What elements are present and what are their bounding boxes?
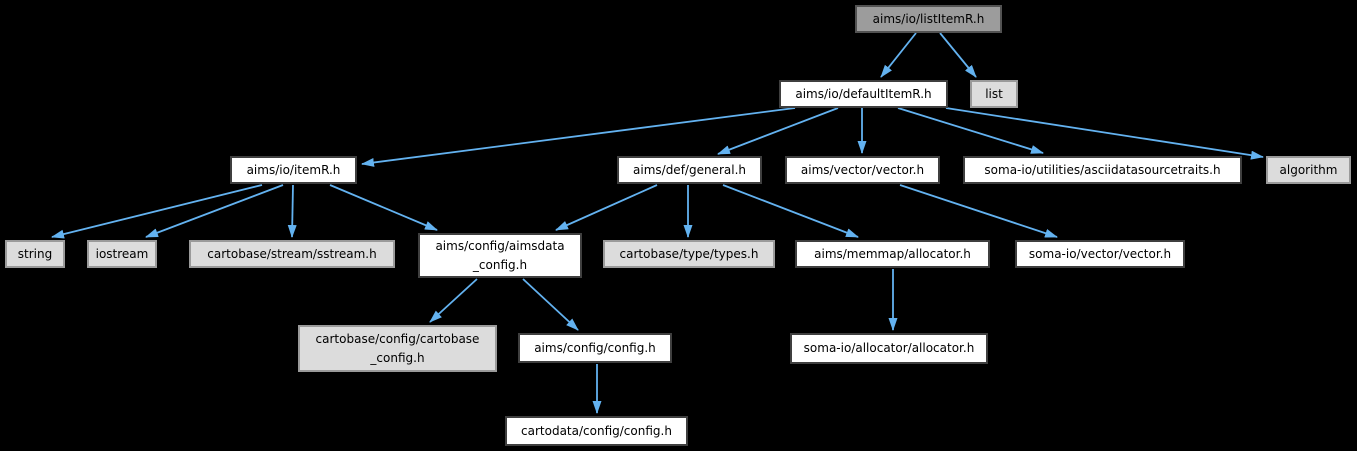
node-asciidatasourcetraits[interactable]: soma-io/utilities/asciidatasourcetraits.… — [963, 156, 1242, 184]
node-memmap_allocator[interactable]: aims/memmap/allocator.h — [795, 240, 990, 268]
node-string: string — [5, 240, 65, 268]
node-defaultItemR[interactable]: aims/io/defaultItemR.h — [779, 80, 948, 108]
node-types: cartobase/type/types.h — [603, 240, 775, 268]
edge-itemR-to-sstream — [287, 184, 297, 238]
edge-general-to-memmap_allocator — [722, 184, 859, 238]
node-label: algorithm — [1279, 162, 1338, 177]
node-listItemR: aims/io/listItemR.h — [855, 5, 1002, 33]
node-label: aims/def/general.h — [633, 162, 746, 177]
edge-vector-to-somaio_vector — [899, 184, 1058, 238]
node-label: cartobase/config/cartobase _config.h — [315, 331, 480, 365]
node-label: aims/io/listItemR.h — [872, 11, 985, 26]
node-label: aims/config/config.h — [534, 340, 656, 355]
edge-listItemR-to-list — [939, 32, 977, 78]
node-label: soma-io/utilities/asciidatasourcetraits.… — [984, 162, 1221, 177]
edge-listItemR-to-defaultItemR — [880, 32, 917, 78]
node-label: iostream — [95, 246, 149, 261]
edge-defaultItemR-to-general — [717, 107, 839, 155]
node-cartobase_config: cartobase/config/cartobase _config.h — [298, 325, 497, 372]
node-label: cartodata/config/config.h — [521, 423, 672, 438]
edge-aimsdata_config-to-aims_config — [522, 278, 579, 331]
node-label: soma-io/vector/vector.h — [1028, 246, 1172, 261]
edge-itemR-to-string — [51, 184, 263, 239]
node-algorithm: algorithm — [1266, 156, 1351, 184]
node-sstream: cartobase/stream/sstream.h — [189, 240, 395, 268]
node-cartodata_config[interactable]: cartodata/config/config.h — [505, 416, 688, 446]
node-label: aims/memmap/allocator.h — [814, 246, 971, 261]
edge-general-to-aimsdata_config — [555, 184, 658, 231]
node-label: cartobase/stream/sstream.h — [207, 246, 377, 261]
node-somaio_vector[interactable]: soma-io/vector/vector.h — [1015, 240, 1185, 268]
node-aimsdata_config[interactable]: aims/config/aimsdata _config.h — [418, 233, 582, 278]
node-itemR[interactable]: aims/io/itemR.h — [230, 156, 357, 184]
node-label: aims/io/itemR.h — [246, 162, 341, 177]
node-aims_config[interactable]: aims/config/config.h — [518, 333, 672, 363]
node-label: aims/io/defaultItemR.h — [795, 86, 932, 101]
node-label: list — [985, 86, 1003, 101]
node-vector[interactable]: aims/vector/vector.h — [785, 156, 940, 184]
node-iostream: iostream — [87, 240, 157, 268]
node-label: soma-io/allocator/allocator.h — [803, 341, 975, 355]
edge-defaultItemR-to-asciidatasourcetraits — [897, 107, 1044, 154]
node-label: cartobase/type/types.h — [619, 246, 759, 261]
node-label: aims/config/aimsdata _config.h — [435, 238, 565, 272]
edge-defaultItemR-to-algorithm — [945, 107, 1264, 160]
edge-aimsdata_config-to-cartobase_config — [429, 278, 478, 323]
node-general[interactable]: aims/def/general.h — [617, 156, 762, 184]
node-somaio_allocator[interactable]: soma-io/allocator/allocator.h — [790, 333, 988, 364]
edge-itemR-to-aimsdata_config — [329, 184, 438, 231]
edge-itemR-to-iostream — [145, 184, 284, 238]
node-label: string — [17, 246, 53, 261]
edge-defaultItemR-to-itemR — [361, 107, 796, 167]
node-list: list — [970, 80, 1018, 108]
node-label: aims/vector/vector.h — [800, 162, 925, 177]
